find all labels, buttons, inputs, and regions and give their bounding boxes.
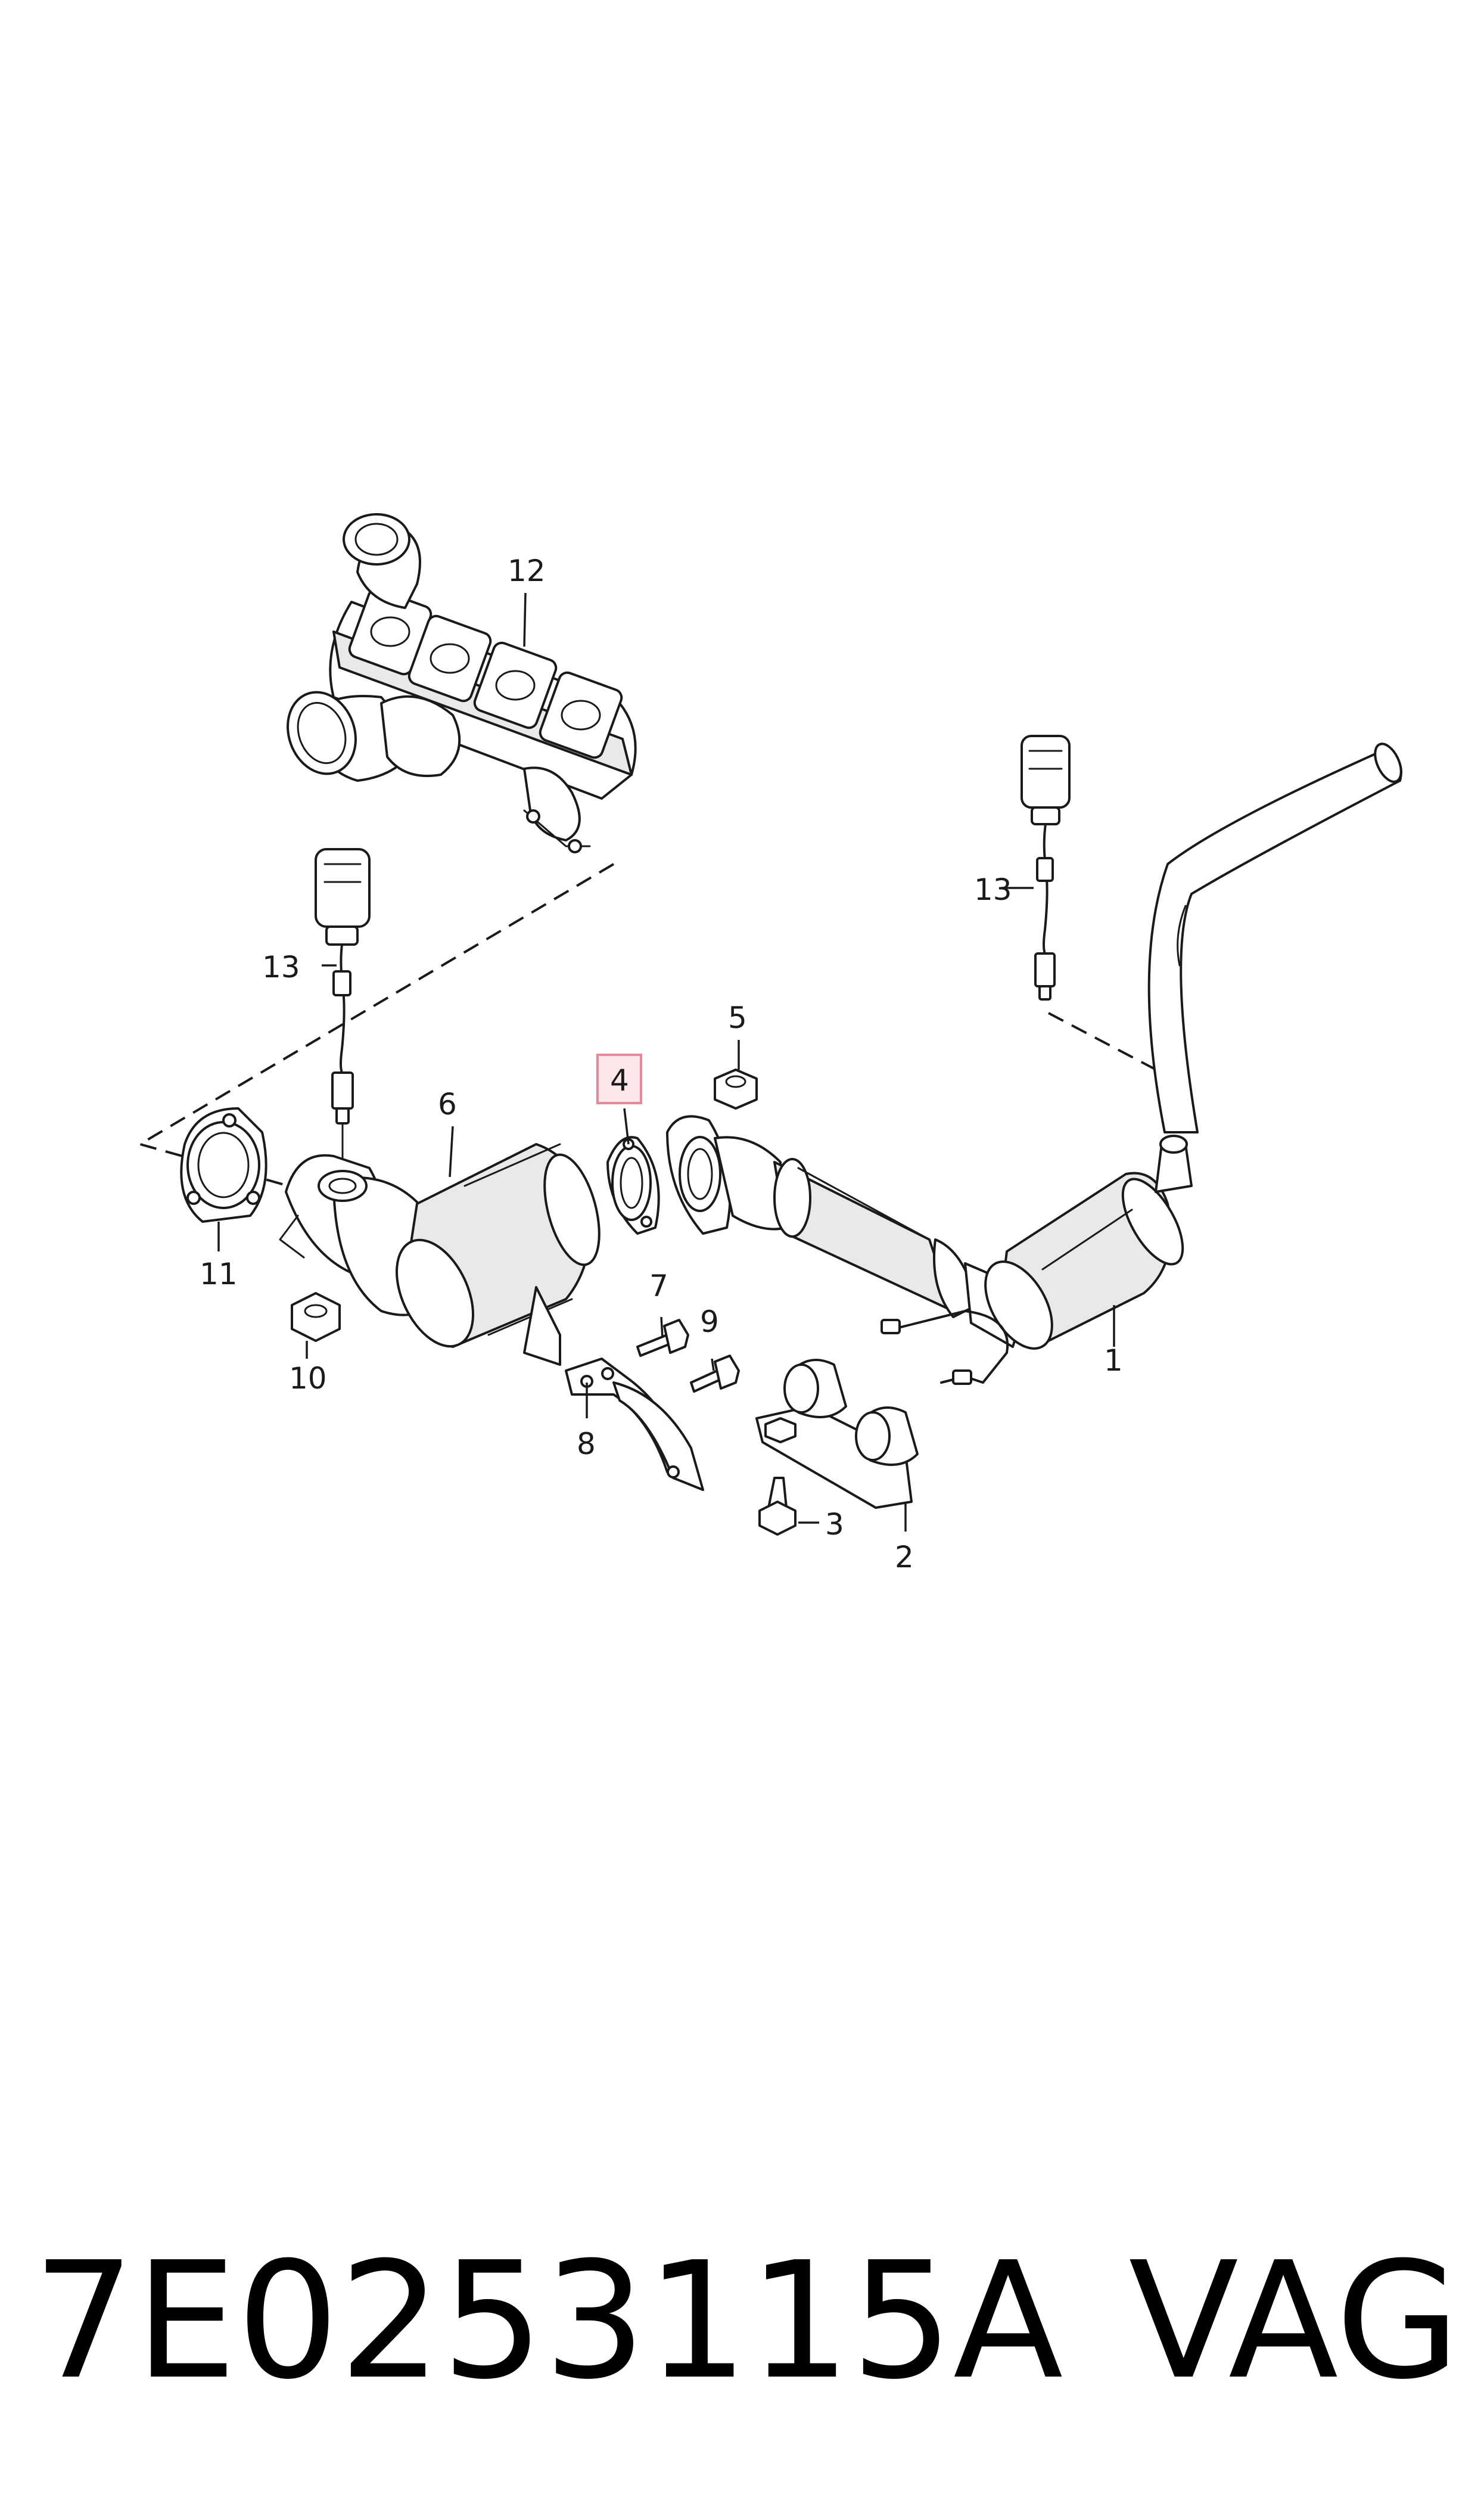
oxygen-sensor-right <box>1021 735 1071 1001</box>
bolt-7 <box>636 1319 689 1357</box>
callout-10: 10 <box>289 1361 327 1396</box>
brand-name: VAG <box>1128 2227 1460 2415</box>
leader-lines <box>217 592 1115 1532</box>
callout-6: 6 <box>438 1087 457 1122</box>
callout-9: 9 <box>700 1304 719 1339</box>
intermediate-pipe <box>666 1115 1019 1348</box>
callouts: 12 13 13 6 4 5 7 9 8 2 3 1 11 10 <box>200 554 1123 1574</box>
callout-11: 11 <box>200 1257 238 1291</box>
manifold-flanges <box>348 588 623 759</box>
sensor-cable <box>892 1310 1009 1384</box>
callout-4-highlight <box>596 1054 642 1104</box>
exhaust-manifold <box>287 513 637 853</box>
callout-13-right: 13 <box>974 872 1012 907</box>
assembly-line <box>1048 1012 1162 1074</box>
mount-bracket-2 <box>755 1359 919 1509</box>
gasket-11 <box>180 1107 267 1223</box>
callout-13-left: 13 <box>262 950 300 984</box>
callout-2: 2 <box>895 1540 914 1574</box>
callout-5: 5 <box>728 1001 747 1035</box>
sensor-plug <box>952 1369 972 1385</box>
stud-9 <box>690 1355 740 1393</box>
gasket-4 <box>606 1136 660 1235</box>
callout-7: 7 <box>649 1269 668 1303</box>
callout-4: 4 <box>610 1063 629 1098</box>
oxygen-sensor-left <box>315 848 371 1175</box>
part-number: 7E0253115A <box>33 2227 1063 2415</box>
callout-1: 1 <box>1104 1343 1123 1378</box>
catalytic-converter-6 <box>279 1143 601 1366</box>
heat-shield-8 <box>565 1358 704 1491</box>
nut-5 <box>714 1069 758 1110</box>
bolt-3 <box>758 1477 797 1536</box>
rear-pipe-converter-1 <box>984 743 1402 1350</box>
callout-8: 8 <box>577 1427 596 1461</box>
callout-12: 12 <box>508 554 546 588</box>
sensor-plug <box>881 1319 901 1334</box>
callout-3: 3 <box>825 1507 844 1542</box>
nut-10 <box>291 1292 341 1342</box>
